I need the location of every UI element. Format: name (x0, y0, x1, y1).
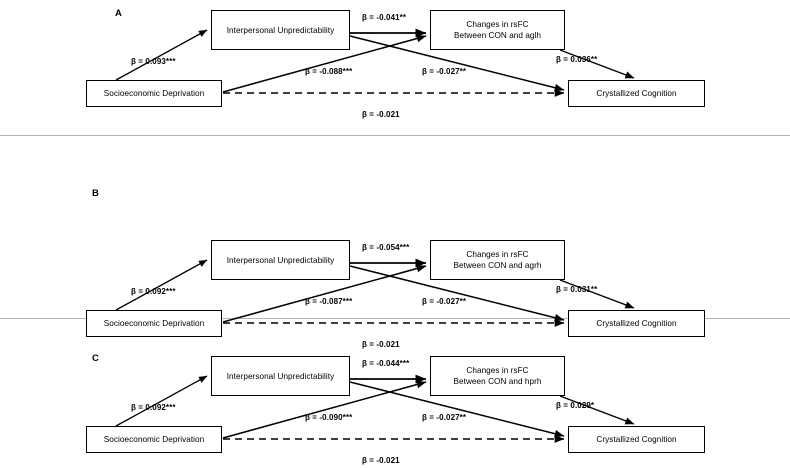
node-interpersonal-unpredictability: Interpersonal Unpredictability (211, 356, 350, 396)
panel-c: C Socioeconomic Deprivation Interpersona… (0, 318, 790, 468)
edge-label-rsfc-to-cc: β = 0.029* (556, 401, 595, 410)
edge-label-iu-to-rsfc: β = -0.044*** (362, 359, 410, 368)
panel-b-edges (115, 258, 635, 327)
edge-label-iu-to-rsfc: β = -0.054*** (362, 243, 410, 252)
edge-label-rsfc-to-cc: β = 0.031** (556, 285, 598, 294)
panel-label-a: A (115, 8, 123, 19)
edge-label-sed-to-rsfc: β = -0.088*** (305, 67, 353, 76)
node-changes-in-rsfc: Changes in rsFC Between CON and hprh (430, 356, 565, 396)
panel-b: B Socioeconomic Deprivation Interpersona… (0, 150, 790, 349)
edge-label-sed-to-cc-direct: β = -0.021 (362, 456, 400, 465)
panel-c-edges (115, 374, 635, 443)
node-crystallized-cognition: Crystallized Cognition (568, 80, 705, 107)
edge-label-iu-to-rsfc: β = -0.041** (362, 13, 407, 22)
node-changes-in-rsfc: Changes in rsFC Between CON and aglh (430, 10, 565, 50)
panel-a: A Socioeconomic Deprivation Inter (0, 0, 790, 150)
edge-label-iu-to-cc: β = -0.027** (422, 297, 467, 306)
panel-a-edges (115, 28, 635, 97)
node-socioeconomic-deprivation: Socioeconomic Deprivation (86, 310, 222, 337)
edge-label-iu-to-cc: β = -0.027** (422, 413, 467, 422)
node-crystallized-cognition: Crystallized Cognition (568, 310, 705, 337)
edge-label-sed-to-rsfc: β = -0.087*** (305, 297, 353, 306)
node-interpersonal-unpredictability: Interpersonal Unpredictability (211, 10, 350, 50)
node-socioeconomic-deprivation: Socioeconomic Deprivation (86, 80, 222, 107)
node-changes-in-rsfc: Changes in rsFC Between CON and agrh (430, 240, 565, 280)
panel-divider-1 (0, 135, 790, 136)
edge-label-iu-to-cc: β = -0.027** (422, 67, 467, 76)
edge-label-rsfc-to-cc: β = 0.036** (556, 55, 598, 64)
edge-label-sed-to-iu: β = 0.092*** (131, 287, 176, 296)
panel-label-c: C (92, 353, 100, 364)
edge-label-sed-to-cc-direct: β = -0.021 (362, 340, 400, 349)
edge-label-sed-to-cc-direct: β = -0.021 (362, 110, 400, 119)
edge-label-sed-to-rsfc: β = -0.090*** (305, 413, 353, 422)
edge-label-sed-to-iu: β = 0.092*** (131, 403, 176, 412)
node-interpersonal-unpredictability: Interpersonal Unpredictability (211, 240, 350, 280)
edge-label-sed-to-iu: β = 0.093*** (131, 57, 176, 66)
node-socioeconomic-deprivation: Socioeconomic Deprivation (86, 426, 222, 453)
panel-divider-2 (0, 318, 790, 319)
node-crystallized-cognition: Crystallized Cognition (568, 426, 705, 453)
panel-label-b: B (92, 188, 100, 199)
